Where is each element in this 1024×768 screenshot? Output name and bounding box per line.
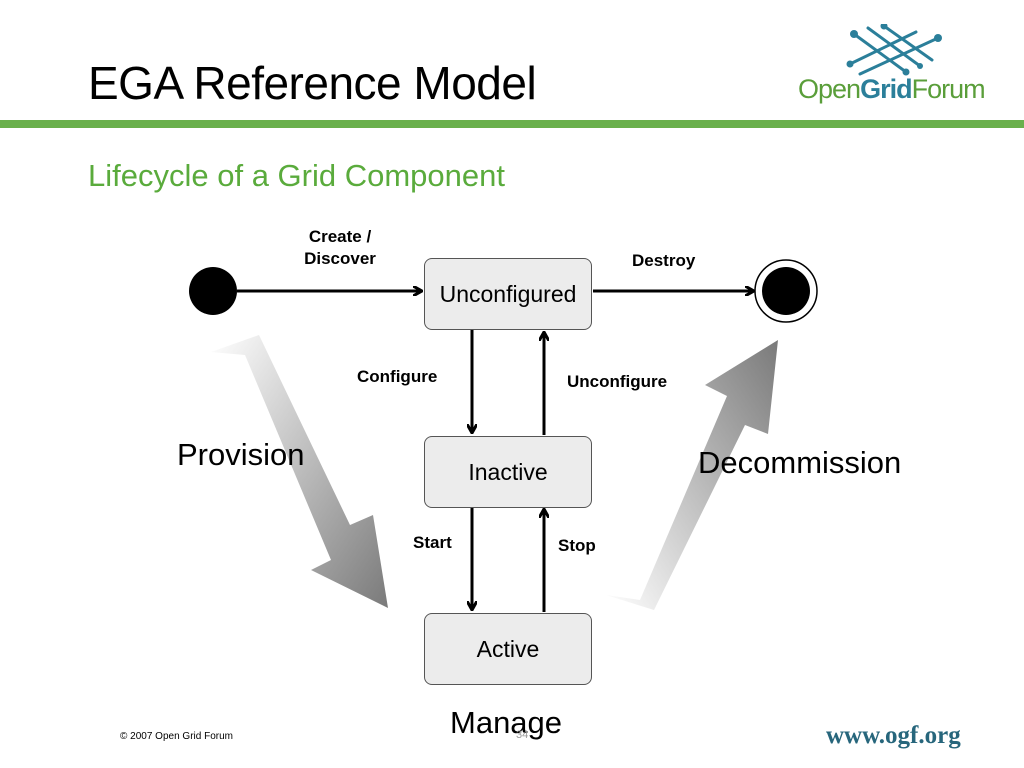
page-number: 34	[516, 729, 529, 741]
logo-wordmark: OpenGridForum	[798, 74, 986, 105]
create-label: Create /	[308, 227, 372, 246]
copyright-notice: © 2007 Open Grid Forum	[120, 731, 233, 742]
state-active: Active	[424, 613, 592, 685]
decommission-label: Decommission	[698, 445, 902, 480]
initial-state-node	[189, 267, 237, 315]
slide-subtitle: Lifecycle of a Grid Component	[88, 158, 505, 193]
provision-arrow	[211, 335, 388, 608]
footer-url: www.ogf.org	[826, 722, 961, 749]
start-label: Start	[413, 533, 452, 552]
destroy-label: Destroy	[632, 251, 696, 270]
slide-title: EGA Reference Model	[88, 57, 537, 109]
state-unconfigured: Unconfigured	[424, 258, 592, 330]
header-rule	[0, 120, 1024, 128]
discover-label: Discover	[304, 249, 376, 269]
configure-label: Configure	[357, 367, 438, 386]
logo-grid: Grid	[860, 74, 913, 104]
logo-open: Open	[798, 74, 861, 104]
grid-network-icon	[846, 24, 942, 76]
stop-label: Stop	[558, 536, 596, 555]
final-state-node	[762, 267, 810, 315]
unconfigure-label: Unconfigure	[567, 372, 668, 391]
state-inactive: Inactive	[424, 436, 592, 508]
manage-label: Manage	[450, 705, 563, 740]
ogf-logo: OpenGridForum	[796, 24, 986, 110]
create-discover-label: Create / Discover	[290, 226, 390, 270]
decommission-arrow	[606, 340, 778, 610]
logo-forum: Forum	[911, 74, 986, 104]
provision-label: Provision	[177, 437, 305, 472]
